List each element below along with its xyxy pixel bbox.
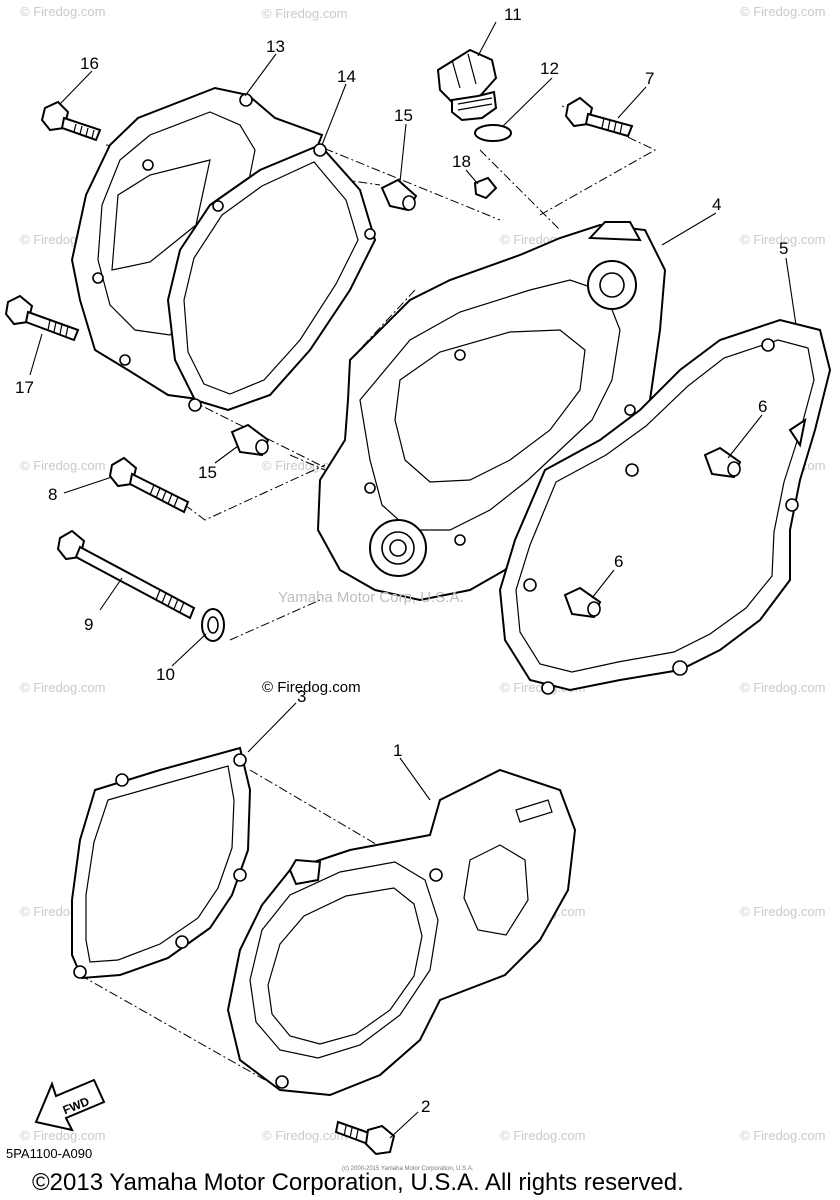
bolt-hole <box>275 1075 289 1089</box>
dowel-bore <box>402 195 416 211</box>
part-8-bolt[interactable] <box>108 456 190 514</box>
assembly-lines <box>79 104 711 1081</box>
watermark: © Firedog.com <box>740 232 825 247</box>
callout-4: 4 <box>712 195 721 214</box>
firedog-watermark: © Firedog.com <box>262 679 361 696</box>
callout-13: 13 <box>266 37 285 56</box>
bolt-hole <box>188 398 202 412</box>
callout-5: 5 <box>779 239 788 258</box>
part-2-bolt[interactable] <box>334 1120 396 1156</box>
bolt-hole <box>761 338 775 352</box>
callout-16: 16 <box>80 54 99 73</box>
watermark: © Firedog.com <box>20 680 105 695</box>
callout-18: 18 <box>452 152 471 171</box>
callout-10: 10 <box>156 665 175 684</box>
cover-boss-bore <box>599 272 625 298</box>
part-16-bolt[interactable] <box>40 100 102 142</box>
leader-lines <box>29 21 797 1139</box>
bolt-hole <box>672 660 688 676</box>
diagram-code: 5PA1100-A090 <box>6 1146 92 1161</box>
part-3-gasket[interactable] <box>71 746 252 980</box>
callout-1: 1 <box>393 741 402 760</box>
fwd-arrow: FWD <box>34 1078 106 1132</box>
callout-15: 15 <box>198 463 217 482</box>
part-17-bolt[interactable] <box>4 294 80 342</box>
part-6-dowel-pin-right[interactable] <box>703 446 742 479</box>
bolt-hole <box>212 200 224 212</box>
bolt-hole <box>454 349 466 361</box>
callout-3: 3 <box>297 687 306 706</box>
bolt-hole <box>175 935 189 949</box>
bolt-hole <box>313 143 327 157</box>
bolt-hole <box>239 93 253 107</box>
callout-12: 12 <box>540 59 559 78</box>
fwd-arrow-icon <box>34 1078 106 1132</box>
watermark: © Firedog.com <box>740 1128 825 1143</box>
callout-9: 9 <box>84 615 93 634</box>
bolt-hole <box>233 868 247 882</box>
watermark: © Firedog.com <box>740 680 825 695</box>
part-1-crankcase-cover[interactable] <box>226 768 577 1097</box>
bolt-hole <box>541 681 555 695</box>
part-4-crankcase-cover[interactable] <box>316 221 667 602</box>
bolt-hole <box>625 463 639 477</box>
part-7-bolt[interactable] <box>564 96 634 138</box>
small-notice: (c) 2000-2015 Yamaha Motor Corporation, … <box>342 1166 474 1172</box>
part-15-dowel-pin-top[interactable] <box>380 178 418 212</box>
part-14-gasket[interactable] <box>166 143 377 412</box>
callout-14: 14 <box>337 67 356 86</box>
bolt-hole <box>454 534 466 546</box>
callout-2: 2 <box>421 1097 430 1116</box>
callout-17: 17 <box>15 378 34 397</box>
part-18-collar[interactable] <box>473 176 498 200</box>
bolt-hole <box>115 773 129 787</box>
bolt-hole <box>73 965 87 979</box>
part-15-dowel-pin-bottom[interactable] <box>230 423 270 457</box>
bolt-hole <box>429 868 443 882</box>
bolt-hole <box>523 578 537 592</box>
callout-11: 11 <box>504 5 522 24</box>
watermark: © Firedog.com <box>740 4 825 19</box>
bolt-hole <box>142 159 154 171</box>
callout-6: 6 <box>614 552 623 571</box>
watermark: © Firedog.com <box>500 1128 585 1143</box>
dowel-bore <box>587 601 601 617</box>
watermark: © Firedog.com <box>262 1128 347 1143</box>
bolt-hole <box>785 498 799 512</box>
locating-boss <box>288 858 322 886</box>
part-6-dowel-pin-lower[interactable] <box>563 586 602 619</box>
copyright-notice: ©2013 Yamaha Motor Corporation, U.S.A. A… <box>32 1169 684 1196</box>
callout-6: 6 <box>758 397 767 416</box>
dowel-bore <box>255 439 269 455</box>
bolt-hole <box>364 482 376 494</box>
washer-bore <box>207 616 219 634</box>
part-12-o-ring[interactable] <box>474 124 512 142</box>
part-9-bolt[interactable] <box>56 529 196 620</box>
callout-7: 7 <box>645 69 654 88</box>
bolt-hole <box>364 228 376 240</box>
watermark: © Firedog.com <box>262 6 347 21</box>
callout-8: 8 <box>48 485 57 504</box>
watermark: © Firedog.com <box>20 458 105 473</box>
bolt-hole <box>233 753 247 767</box>
callout-labels: 1 2 3 4 5 6 6 7 8 9 10 11 12 13 14 15 15… <box>15 5 788 1116</box>
part-10-washer[interactable] <box>201 608 225 642</box>
watermark: © Firedog.com <box>20 1128 105 1143</box>
bolt-hole <box>624 404 636 416</box>
center-watermark: Yamaha Motor Corp, U.S.A. <box>278 589 464 606</box>
bolt-hole <box>92 272 104 284</box>
part-11-oil-filler-cap[interactable] <box>436 48 498 122</box>
bolt-hole <box>119 354 131 366</box>
dowel-bore <box>727 461 741 477</box>
watermark: © Firedog.com <box>20 4 105 19</box>
callout-15: 15 <box>394 106 413 125</box>
watermark: © Firedog.com <box>740 904 825 919</box>
cover-seal-center <box>389 539 407 557</box>
